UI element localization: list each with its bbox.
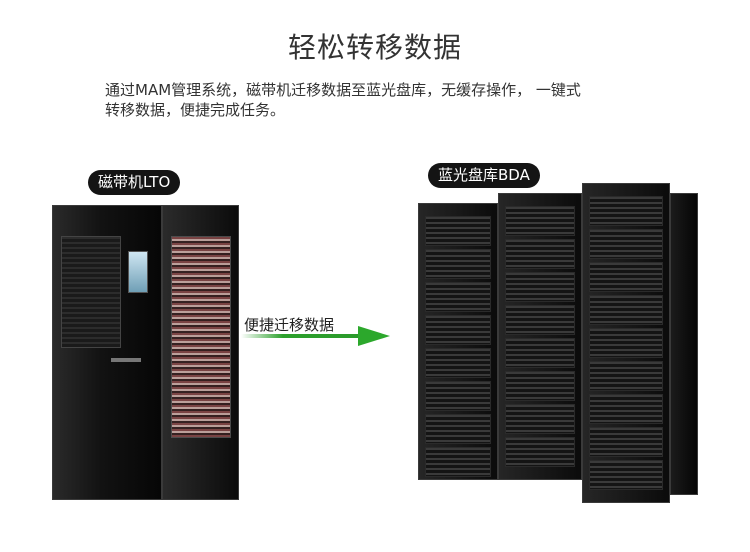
- transfer-label: 便捷迁移数据: [244, 316, 335, 334]
- optical-drive-bay: [589, 361, 663, 391]
- optical-drive-bay: [505, 437, 575, 467]
- optical-drive-bay: [425, 381, 491, 411]
- tape-cartridge-rack: [171, 236, 231, 438]
- tape-library-nameplate: [111, 358, 141, 362]
- optical-drive-bay: [425, 249, 491, 279]
- optical-drive-bay: [425, 216, 491, 246]
- optical-drive-bay: [589, 460, 663, 490]
- tape-library-display: [128, 251, 148, 293]
- optical-library-label: 蓝光盘库BDA: [428, 163, 540, 188]
- tape-library-image: [52, 205, 239, 500]
- optical-rack-1: [418, 203, 498, 480]
- optical-drive-bay: [589, 262, 663, 292]
- optical-drive-bay: [505, 272, 575, 302]
- optical-drive-bay: [505, 371, 575, 401]
- optical-library-image: [418, 178, 698, 503]
- optical-rack-side: [670, 193, 698, 495]
- tape-library-door: [61, 236, 121, 348]
- optical-drive-bay: [505, 239, 575, 269]
- optical-drive-bay: [589, 394, 663, 424]
- optical-drive-bay: [505, 404, 575, 434]
- description: 通过MAM管理系统，磁带机迁移数据至蓝光盘库，无缓存操作， 一键式 转移数据，便…: [105, 80, 685, 120]
- optical-drive-bay: [425, 348, 491, 378]
- optical-drive-bay: [589, 295, 663, 325]
- arrow-right-icon: [358, 326, 390, 346]
- tape-library-main-unit: [52, 205, 162, 500]
- optical-drive-bay: [589, 196, 663, 226]
- optical-drive-bay: [505, 338, 575, 368]
- optical-drive-bay: [589, 328, 663, 358]
- description-line-1: 通过MAM管理系统，磁带机迁移数据至蓝光盘库，无缓存操作， 一键式: [105, 81, 581, 99]
- optical-rack-3: [582, 183, 670, 503]
- optical-drive-bay: [505, 305, 575, 335]
- optical-drive-bay: [505, 206, 575, 236]
- description-line-2: 转移数据，便捷完成任务。: [105, 101, 286, 119]
- optical-drive-bay: [589, 229, 663, 259]
- optical-drive-bay: [425, 447, 491, 477]
- optical-rack-2: [498, 193, 582, 480]
- tape-library-expansion-unit: [162, 205, 239, 500]
- optical-drive-bay: [425, 414, 491, 444]
- optical-drive-bay: [589, 427, 663, 457]
- optical-drive-bay: [425, 282, 491, 312]
- tape-library-label: 磁带机LTO: [88, 170, 181, 195]
- page-title: 轻松转移数据: [287, 31, 462, 64]
- transfer-arrow-shaft: [241, 334, 361, 338]
- optical-drive-bay: [425, 315, 491, 345]
